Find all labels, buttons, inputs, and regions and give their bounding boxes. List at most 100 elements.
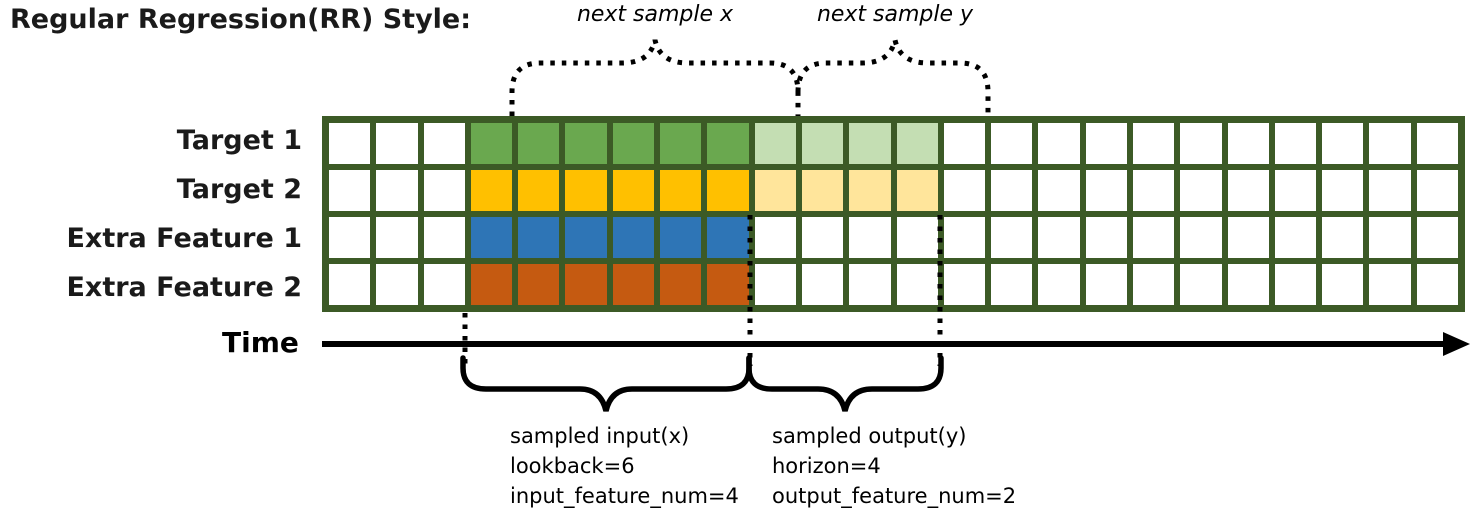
grid-cell [896,217,938,258]
grid-cell [754,170,796,211]
grid-cell [329,217,371,258]
grid-cell [896,123,938,164]
grid-cell [1227,264,1269,305]
next-sample-y-label: next sample y [816,2,974,27]
grid-cell [423,123,465,164]
grid-cell [1274,217,1317,258]
grid-cell [660,123,702,164]
annotation-line: horizon=4 [772,454,881,478]
grid-cell [518,217,560,258]
grid-cell [1085,217,1127,258]
grid-cell [943,170,986,211]
grid-cell [1085,123,1127,164]
row-label: Target 1 [176,125,302,156]
grid-cell [470,123,513,164]
annotation-line: sampled output(y) [772,424,967,448]
grid-cell [1038,217,1080,258]
grid-cell [1132,123,1175,164]
grid-cell [423,217,465,258]
grid-cell [518,123,560,164]
grid-cell [329,123,371,164]
grid-cell [754,217,796,258]
grid-cell [565,170,607,211]
grid-cell [470,217,513,258]
grid-cell [1369,123,1411,164]
grid-cell [991,264,1033,305]
row-labels: Target 1 Target 2 Extra Feature 1 Extra Fea… [0,116,312,312]
grid-cell [1180,123,1222,164]
grid-cell [849,123,891,164]
grid-cell [1416,170,1458,211]
grid-cell [565,123,607,164]
grid-cell [1132,217,1175,258]
grid-cell [565,264,607,305]
grid-cell [1274,123,1317,164]
grid-cell [707,264,749,305]
sampled-input-brace [460,355,752,412]
grid-cell [1369,217,1411,258]
grid-cell [1227,123,1269,164]
grid-cell [423,170,465,211]
grid-cell [660,170,702,211]
grid-cell [1369,264,1411,305]
grid-cell [849,264,891,305]
grid-cell [849,170,891,211]
sample-grid [322,116,1465,312]
grid-cell [1038,170,1080,211]
grid-cell [801,170,844,211]
grid-cell [1416,264,1458,305]
next-sample-x-brace [509,39,801,116]
sampled-input-annotation: sampled input(x) lookback=6 input_featur… [510,421,739,511]
grid-cell [1038,123,1080,164]
grid-cell [801,264,844,305]
grid-cell [1180,170,1222,211]
grid-cell [1322,217,1364,258]
grid-cell [849,217,891,258]
row-label: Extra Feature 1 [66,223,302,254]
grid-cell [612,264,655,305]
grid-cell [376,217,418,258]
next-sample-y-brace [795,39,991,116]
diagram-title: Regular Regression(RR) Style: [10,4,472,35]
grid-cell [329,264,371,305]
grid-cell [707,123,749,164]
grid-cell [660,217,702,258]
time-arrow-head [1443,332,1470,356]
time-axis-label: Time [222,326,299,359]
grid-cell [612,123,655,164]
grid-cell [754,264,796,305]
grid-cell [1274,170,1317,211]
grid-cell [1180,217,1222,258]
grid-cell [612,170,655,211]
annotation-line: sampled input(x) [510,424,690,448]
annotation-line: input_feature_num=4 [510,484,739,508]
grid-cell [991,217,1033,258]
grid-cell [1227,170,1269,211]
grid-cell [376,123,418,164]
grid-cell [518,170,560,211]
grid-cell [1132,170,1175,211]
grid-cell [470,264,513,305]
next-sample-x-label: next sample x [576,2,734,27]
grid-cell [565,217,607,258]
grid-cell [896,264,938,305]
row-label: Target 2 [176,174,302,205]
grid-cell [660,264,702,305]
grid-cell [801,123,844,164]
grid-cell [991,123,1033,164]
grid-cell [1322,170,1364,211]
grid-cell [376,264,418,305]
grid-cell [707,217,749,258]
grid-cell [1085,170,1127,211]
grid-cell [1322,264,1364,305]
annotation-line: lookback=6 [510,454,635,478]
grid-cell [1416,123,1458,164]
grid-cell [896,170,938,211]
grid-cell [943,123,986,164]
grid-cell [801,217,844,258]
row-label: Extra Feature 2 [66,272,302,303]
grid-cell [1369,170,1411,211]
annotation-line: output_feature_num=2 [772,484,1017,508]
sampled-output-annotation: sampled output(y) horizon=4 output_featu… [772,421,1016,511]
grid-cell [470,170,513,211]
